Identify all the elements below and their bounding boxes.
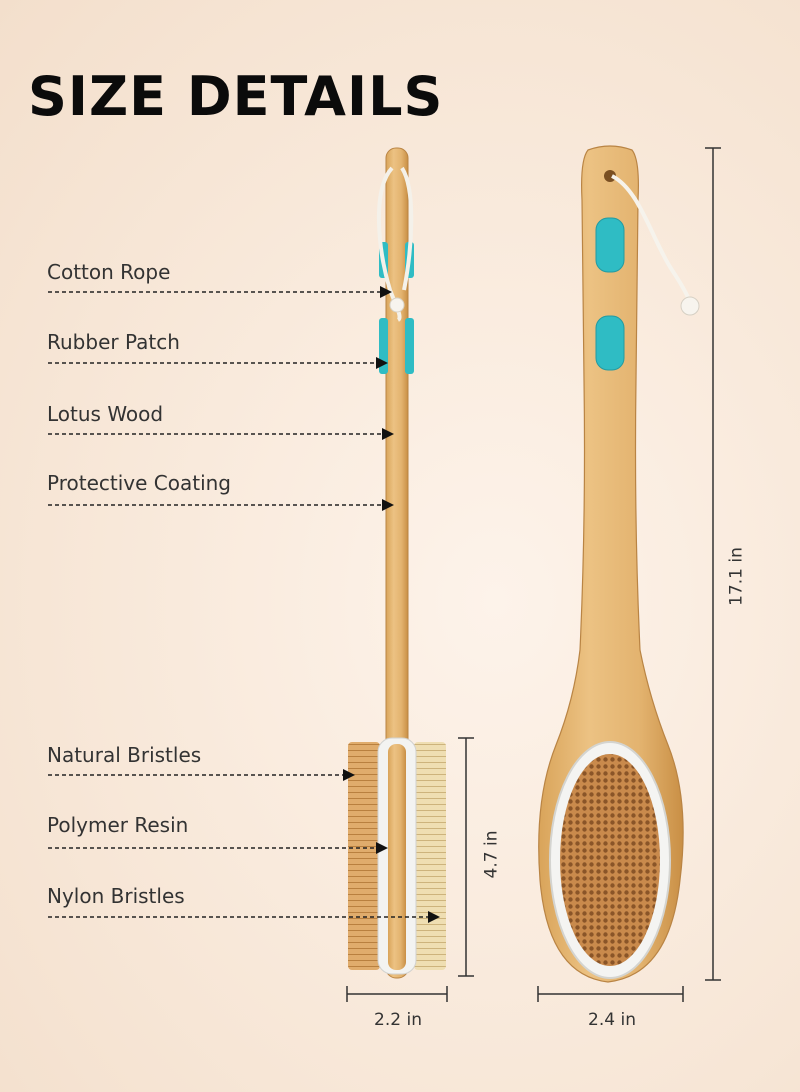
label-rubber-patch: Rubber Patch	[47, 330, 180, 354]
dimension-lines	[346, 147, 721, 1002]
hang-hole-icon	[604, 170, 616, 182]
side-view-brush	[348, 147, 446, 979]
front-rubber-patch-icon-2	[595, 315, 625, 371]
label-protective-coating: Protective Coating	[47, 471, 231, 495]
label-lotus-wood: Lotus Wood	[47, 402, 164, 426]
side-width-dimension: 2.2 in	[374, 1010, 422, 1030]
side-brush-head	[348, 737, 446, 975]
nylon-bristles-icon	[414, 742, 446, 970]
side-cotton-rope-icon	[377, 166, 402, 322]
page-title: SIZE DETAILS	[28, 65, 444, 128]
label-polymer-resin: Polymer Resin	[47, 813, 189, 837]
front-width-dimension: 2.4 in	[588, 1010, 636, 1030]
front-view-brush	[538, 145, 700, 983]
front-rubber-patch-icon	[595, 217, 625, 273]
label-nylon-bristles: Nylon Bristles	[47, 884, 185, 908]
callout-arrowheads	[343, 286, 440, 923]
front-length-dimension: 17.1 in	[726, 547, 747, 606]
label-cotton-rope: Cotton Rope	[47, 260, 171, 284]
natural-bristles-icon	[348, 742, 380, 970]
callout-lines	[48, 291, 430, 918]
front-bristles-icon	[560, 754, 660, 966]
side-height-dimension: 4.7 in	[481, 830, 502, 879]
label-natural-bristles: Natural Bristles	[47, 743, 202, 767]
